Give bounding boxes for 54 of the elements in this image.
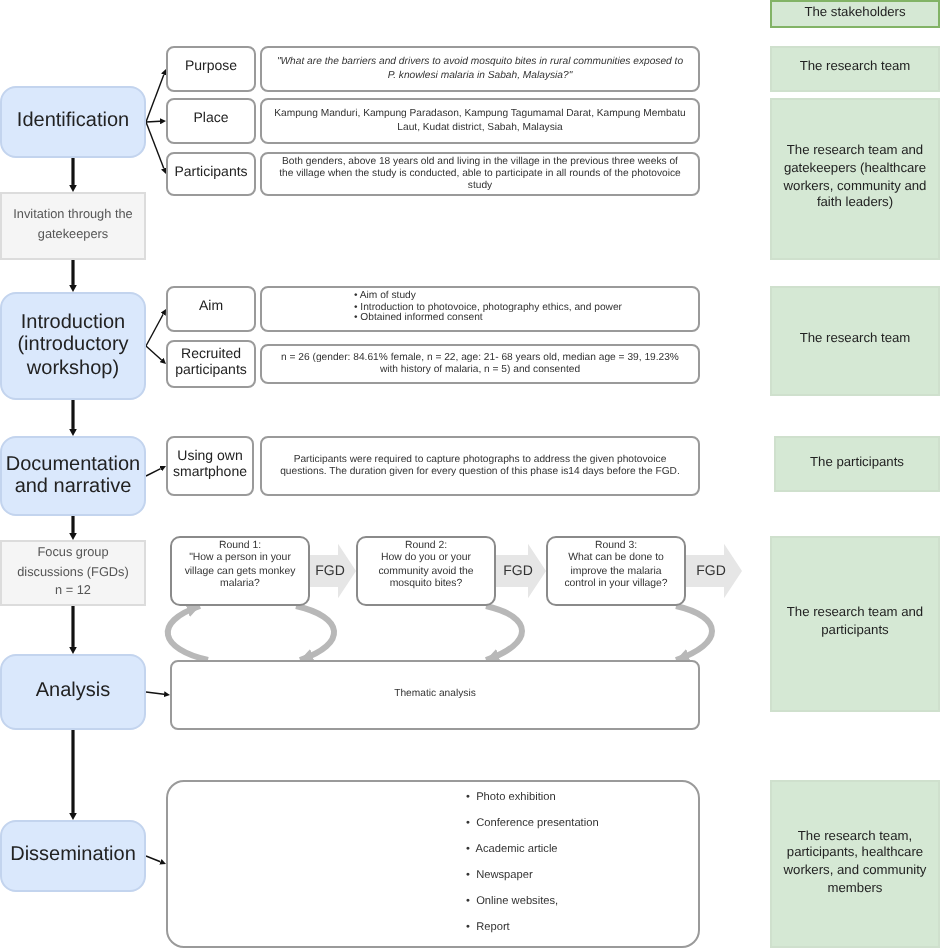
description-box — [260, 436, 700, 496]
arrow — [69, 400, 77, 436]
stakeholder-header — [770, 0, 940, 28]
category-box — [166, 286, 256, 332]
phase-box — [0, 86, 146, 158]
round-box — [170, 536, 310, 606]
stakeholder-box — [770, 286, 940, 396]
arrow — [145, 345, 166, 364]
arrow — [69, 158, 77, 192]
category-box — [166, 152, 256, 196]
node-text: Introduction (introductory workshop) — [15, 311, 131, 381]
description-box — [260, 46, 700, 92]
output-list-box — [166, 780, 700, 948]
description-box — [170, 660, 700, 730]
stakeholder-box — [774, 436, 940, 492]
description-box — [260, 98, 700, 144]
stakeholder-box — [770, 98, 940, 260]
phase-box — [0, 654, 146, 730]
cycle-arrow — [295, 603, 337, 663]
phase-box — [0, 292, 146, 400]
arrow — [69, 516, 77, 540]
node-text: Documentation and narrative — [4, 453, 142, 499]
stakeholder-box — [770, 780, 940, 948]
phase-box — [0, 820, 146, 892]
arrow — [145, 309, 166, 347]
description-box — [260, 344, 700, 384]
cycle-arrow — [165, 603, 209, 663]
step-box — [0, 540, 146, 606]
category-box — [166, 46, 256, 92]
description-box — [260, 152, 700, 196]
stakeholder-box — [770, 536, 940, 712]
arrow — [145, 121, 167, 174]
arrow — [145, 466, 166, 477]
arrow — [145, 118, 166, 125]
round-box — [546, 536, 686, 606]
phase-box — [0, 436, 146, 516]
arrow — [69, 606, 77, 654]
step-box — [0, 192, 146, 260]
arrow — [69, 730, 77, 820]
category-box — [166, 436, 254, 496]
arrow — [145, 855, 166, 865]
round-box — [356, 536, 496, 606]
cycle-arrow — [484, 603, 525, 663]
description-box — [260, 286, 700, 332]
cycle-arrow — [674, 603, 715, 663]
stakeholder-box — [770, 46, 940, 92]
arrow — [69, 260, 77, 292]
category-box — [166, 98, 256, 144]
node-text: Dissemination — [10, 844, 136, 868]
arrow — [145, 69, 167, 123]
node-text: Identification — [16, 110, 130, 134]
node-text: Analysis — [35, 680, 111, 704]
category-box — [166, 340, 256, 388]
arrow — [145, 691, 170, 698]
